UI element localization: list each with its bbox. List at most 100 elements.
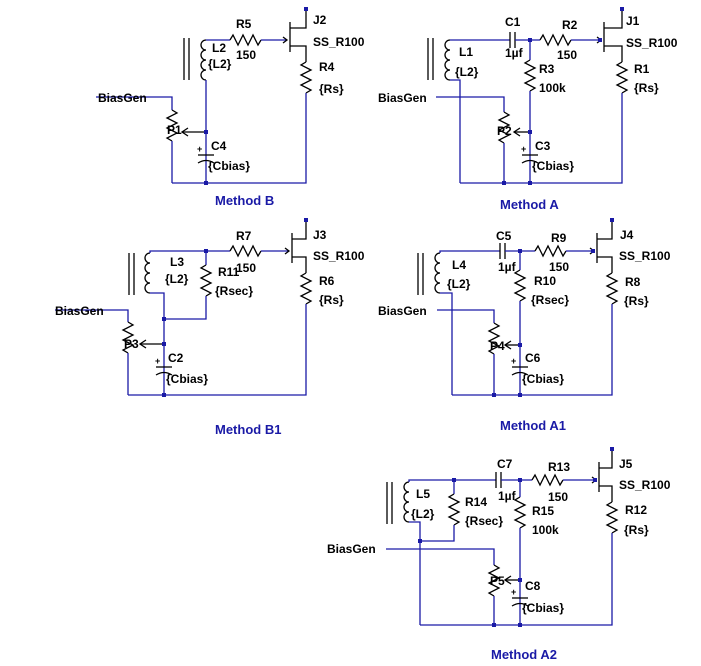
value-l1: {L2} — [455, 65, 479, 79]
value-r5: 150 — [236, 48, 256, 62]
resistor-r8 — [605, 272, 619, 305]
transformer-l2 — [183, 38, 207, 81]
label-l1: L1 — [459, 45, 473, 59]
transformer-l3 — [128, 252, 151, 295]
potentiometer-p5 — [487, 564, 501, 597]
potentiometer-p3 — [121, 321, 135, 354]
label-l4: L4 — [452, 258, 466, 272]
value-r3: 100k — [539, 81, 566, 95]
resistor-r5 — [229, 33, 262, 47]
model-j5: SS_R100 — [619, 478, 671, 492]
title-method-a: Method A — [500, 197, 559, 212]
source-biasgen-b1: BiasGen — [55, 304, 104, 318]
value-r8: {Rs} — [624, 294, 649, 308]
jfet-j2 — [282, 10, 307, 62]
potentiometer-p2 — [497, 111, 511, 144]
label-c2: C2 — [168, 351, 184, 365]
label-r2: R2 — [562, 18, 578, 32]
jfet-j1 — [596, 10, 623, 62]
circuit-method-b: L2 {L2} R5 150 J2 SS_R100 R4 {Rs} BiasGe… — [96, 7, 365, 208]
label-j5: J5 — [619, 457, 633, 471]
label-r3: R3 — [539, 62, 555, 76]
source-biasgen: BiasGen — [98, 91, 147, 105]
value-l5: {L2} — [411, 507, 435, 521]
label-r9: R9 — [551, 231, 567, 245]
model-j1: SS_R100 — [626, 36, 678, 50]
model-j3: SS_R100 — [313, 249, 365, 263]
capacitor-c3: + — [521, 144, 539, 164]
resistor-r9 — [534, 244, 567, 258]
value-r6: {Rs} — [319, 293, 344, 307]
value-c6: {Cbias} — [522, 372, 564, 386]
value-l4: {L2} — [447, 277, 471, 291]
resistor-r10 — [513, 269, 527, 302]
label-r11: R11 — [218, 265, 240, 279]
label-p3: P3 — [124, 337, 139, 351]
circuit-method-a: L1 {L2} C1 1µf R2 150 J1 SS_R100 R1 {Rs}… — [378, 7, 678, 212]
circuit-method-a2: L5 {L2} C7 1µf R13 150 J5 SS_R100 R12 {R… — [327, 447, 671, 662]
resistor-r2 — [539, 33, 572, 47]
label-r14: R14 — [465, 495, 487, 509]
source-biasgen-a: BiasGen — [378, 91, 427, 105]
svg-text:+: + — [521, 144, 526, 154]
label-r8: R8 — [625, 275, 641, 289]
label-j3: J3 — [313, 228, 327, 242]
resistor-r7 — [229, 244, 262, 258]
value-r1: {Rs} — [634, 81, 659, 95]
label-j4: J4 — [620, 228, 634, 242]
value-r12: {Rs} — [624, 523, 649, 537]
value-l3: {L2} — [165, 272, 189, 286]
value-r4: {Rs} — [319, 82, 344, 96]
label-p5: P5 — [490, 574, 505, 588]
svg-text:+: + — [511, 356, 516, 366]
jfet-j4 — [589, 221, 613, 273]
circuit-method-a1: L4 {L2} C5 1µf R9 150 J4 SS_R100 R8 {Rs}… — [378, 218, 671, 433]
resistor-r13 — [531, 473, 564, 487]
label-r1: R1 — [634, 62, 650, 76]
resistor-r1 — [615, 61, 629, 94]
value-r15: 100k — [532, 523, 559, 537]
label-c3: C3 — [535, 139, 551, 153]
jfet-j3 — [284, 221, 307, 273]
value-r14: {Rsec} — [465, 514, 503, 528]
capacitor-c2: + — [155, 356, 173, 376]
value-l2: {L2} — [208, 57, 232, 71]
source-biasgen-a2: BiasGen — [327, 542, 376, 556]
value-c5: 1µf — [498, 260, 517, 274]
model-j2: SS_R100 — [313, 35, 365, 49]
svg-text:+: + — [155, 356, 160, 366]
value-c3: {Cbias} — [532, 159, 574, 173]
potentiometer-p1 — [165, 109, 179, 142]
label-j2: J2 — [313, 13, 327, 27]
title-method-a2: Method A2 — [491, 647, 557, 662]
value-r10: {Rsec} — [531, 293, 569, 307]
value-c4: {Cbias} — [208, 159, 250, 173]
value-c7: 1µf — [498, 489, 517, 503]
label-c4: C4 — [211, 139, 227, 153]
label-c5: C5 — [496, 229, 512, 243]
value-r7: 150 — [236, 261, 256, 275]
label-c6: C6 — [525, 351, 541, 365]
label-r6: R6 — [319, 274, 335, 288]
value-r11: {Rsec} — [215, 284, 253, 298]
source-biasgen-a1: BiasGen — [378, 304, 427, 318]
label-l3: L3 — [170, 255, 184, 269]
label-p4: P4 — [490, 339, 505, 353]
potentiometer-p4 — [487, 322, 501, 355]
title-method-b1: Method B1 — [215, 422, 281, 437]
label-l2: L2 — [212, 41, 226, 55]
title-method-b: Method B — [215, 193, 274, 208]
label-j1: J1 — [626, 14, 640, 28]
model-j4: SS_R100 — [619, 249, 671, 263]
value-r9: 150 — [549, 260, 569, 274]
capacitor-c4: + — [197, 144, 215, 164]
label-c7: C7 — [497, 457, 513, 471]
resistor-r14 — [447, 493, 461, 526]
label-r10: R10 — [534, 274, 556, 288]
value-c1: 1µf — [505, 46, 524, 60]
transformer-l5 — [386, 481, 410, 524]
label-c1: C1 — [505, 15, 521, 29]
value-r13: 150 — [548, 490, 568, 504]
resistor-r4 — [299, 61, 313, 94]
label-r13: R13 — [548, 460, 570, 474]
